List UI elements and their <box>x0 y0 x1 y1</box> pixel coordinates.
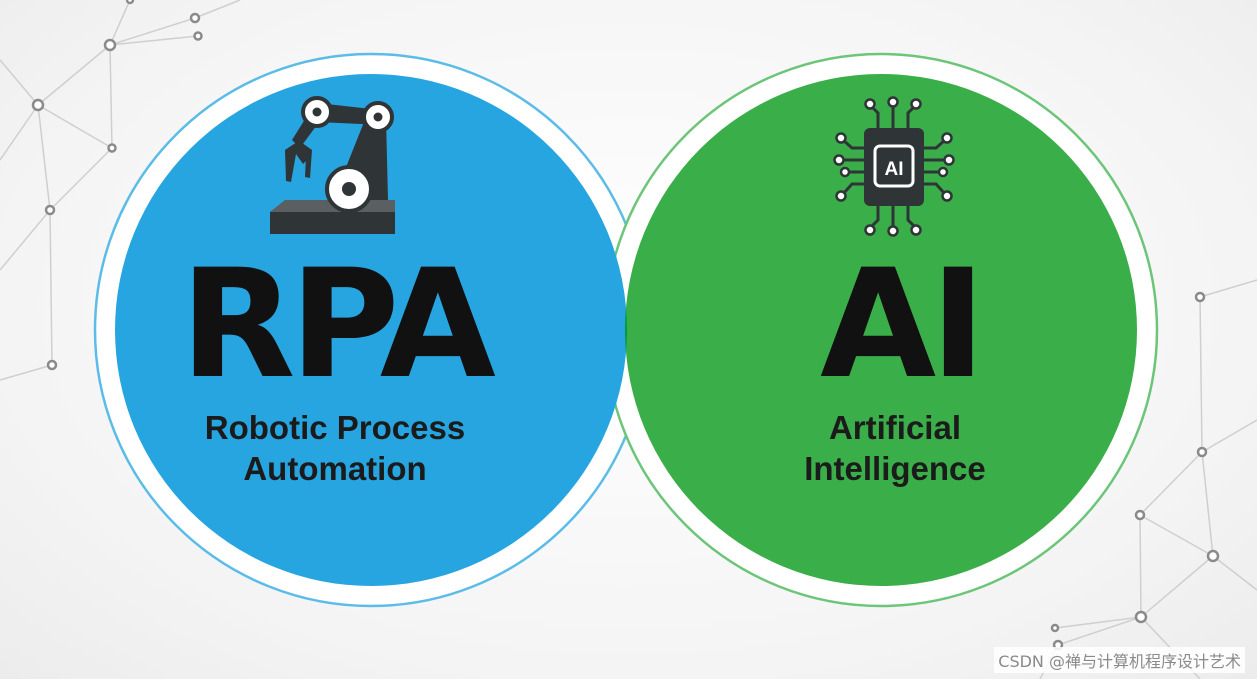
ai-subtitle-line2: Intelligence <box>804 450 986 487</box>
network-nodes-left <box>31 0 203 371</box>
rpa-title: RPA <box>180 238 496 412</box>
network-pattern-right <box>1039 279 1257 679</box>
ai-chip-label: AI <box>885 159 904 180</box>
rpa-subtitle-line2: Automation <box>243 450 427 487</box>
network-pattern-left <box>0 0 241 381</box>
ai-title: AI <box>820 238 986 412</box>
ai-circle <box>625 74 1137 586</box>
rpa-subtitle-line1: Robotic Process <box>204 409 466 446</box>
watermark: CSDN @禅与计算机程序设计艺术 <box>994 647 1245 673</box>
network-nodes-right <box>1050 291 1220 651</box>
rpa-circle <box>115 74 627 586</box>
ai-subtitle-line1: Artificial <box>828 409 962 446</box>
robotic-arm-icon <box>270 96 395 234</box>
ai-chip-icon: AI <box>833 96 955 237</box>
